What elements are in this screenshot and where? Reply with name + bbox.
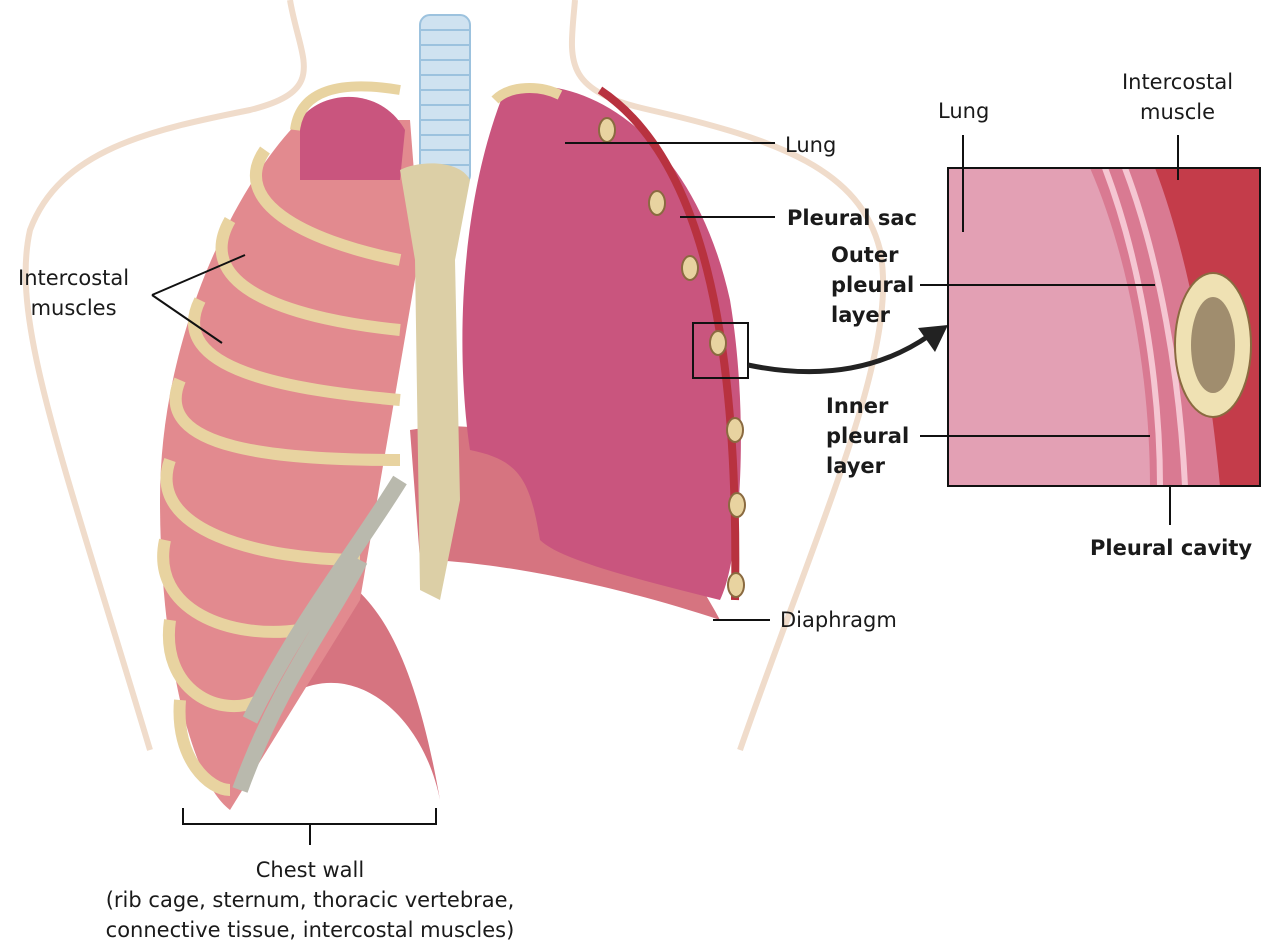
lung	[462, 85, 741, 600]
label-lung: Lung	[785, 133, 837, 157]
leader-lines	[151, 135, 1179, 845]
label-line: pleural	[831, 273, 915, 297]
costal-cartilage	[232, 475, 407, 793]
clavicle	[290, 81, 563, 131]
label-line: Intercostal	[1121, 70, 1234, 94]
label-diaphragm: Diaphragm	[780, 608, 897, 632]
label-pleural-cavity: Pleural cavity	[1090, 536, 1253, 560]
label-intercostal-muscles: Intercostal muscles	[18, 263, 129, 323]
body-outline	[22, 0, 887, 751]
label-line: Outer	[831, 243, 899, 267]
label-line: Chest wall	[255, 858, 365, 882]
label-chest-wall: Chest wall (rib cage, sternum, thoracic …	[80, 855, 540, 945]
label-line: (rib cage, sternum, thoracic vertebrae,	[105, 888, 515, 912]
label-line: muscle	[1139, 100, 1215, 124]
label-line: layer	[826, 454, 886, 478]
lung-apex	[300, 96, 405, 180]
pleural-sac	[597, 86, 740, 601]
rib-cross-sections	[598, 117, 746, 598]
inset-detail	[947, 166, 1261, 487]
label-line: muscles	[30, 296, 117, 320]
zoom-region-box	[692, 322, 749, 379]
label-pleural-sac: Pleural sac	[787, 206, 917, 230]
arrow-head	[918, 325, 948, 352]
label-line: pleural	[826, 424, 910, 448]
label-outer-pleural-layer: Outer pleural layer	[831, 240, 914, 330]
label-intercostal-muscle: Intercostal muscle	[1110, 67, 1245, 127]
label-line: Inner	[826, 394, 889, 418]
trachea	[419, 14, 471, 186]
sternum	[400, 163, 470, 600]
label-line: connective tissue, intercostal muscles)	[105, 918, 515, 942]
rib-cage-muscles	[160, 120, 420, 810]
label-line: layer	[831, 303, 891, 327]
label-line: Intercostal	[18, 266, 130, 290]
label-inner-pleural-layer: Inner pleural layer	[826, 391, 909, 481]
label-inset-lung: Lung	[938, 99, 990, 123]
zoom-arrow	[747, 332, 932, 375]
